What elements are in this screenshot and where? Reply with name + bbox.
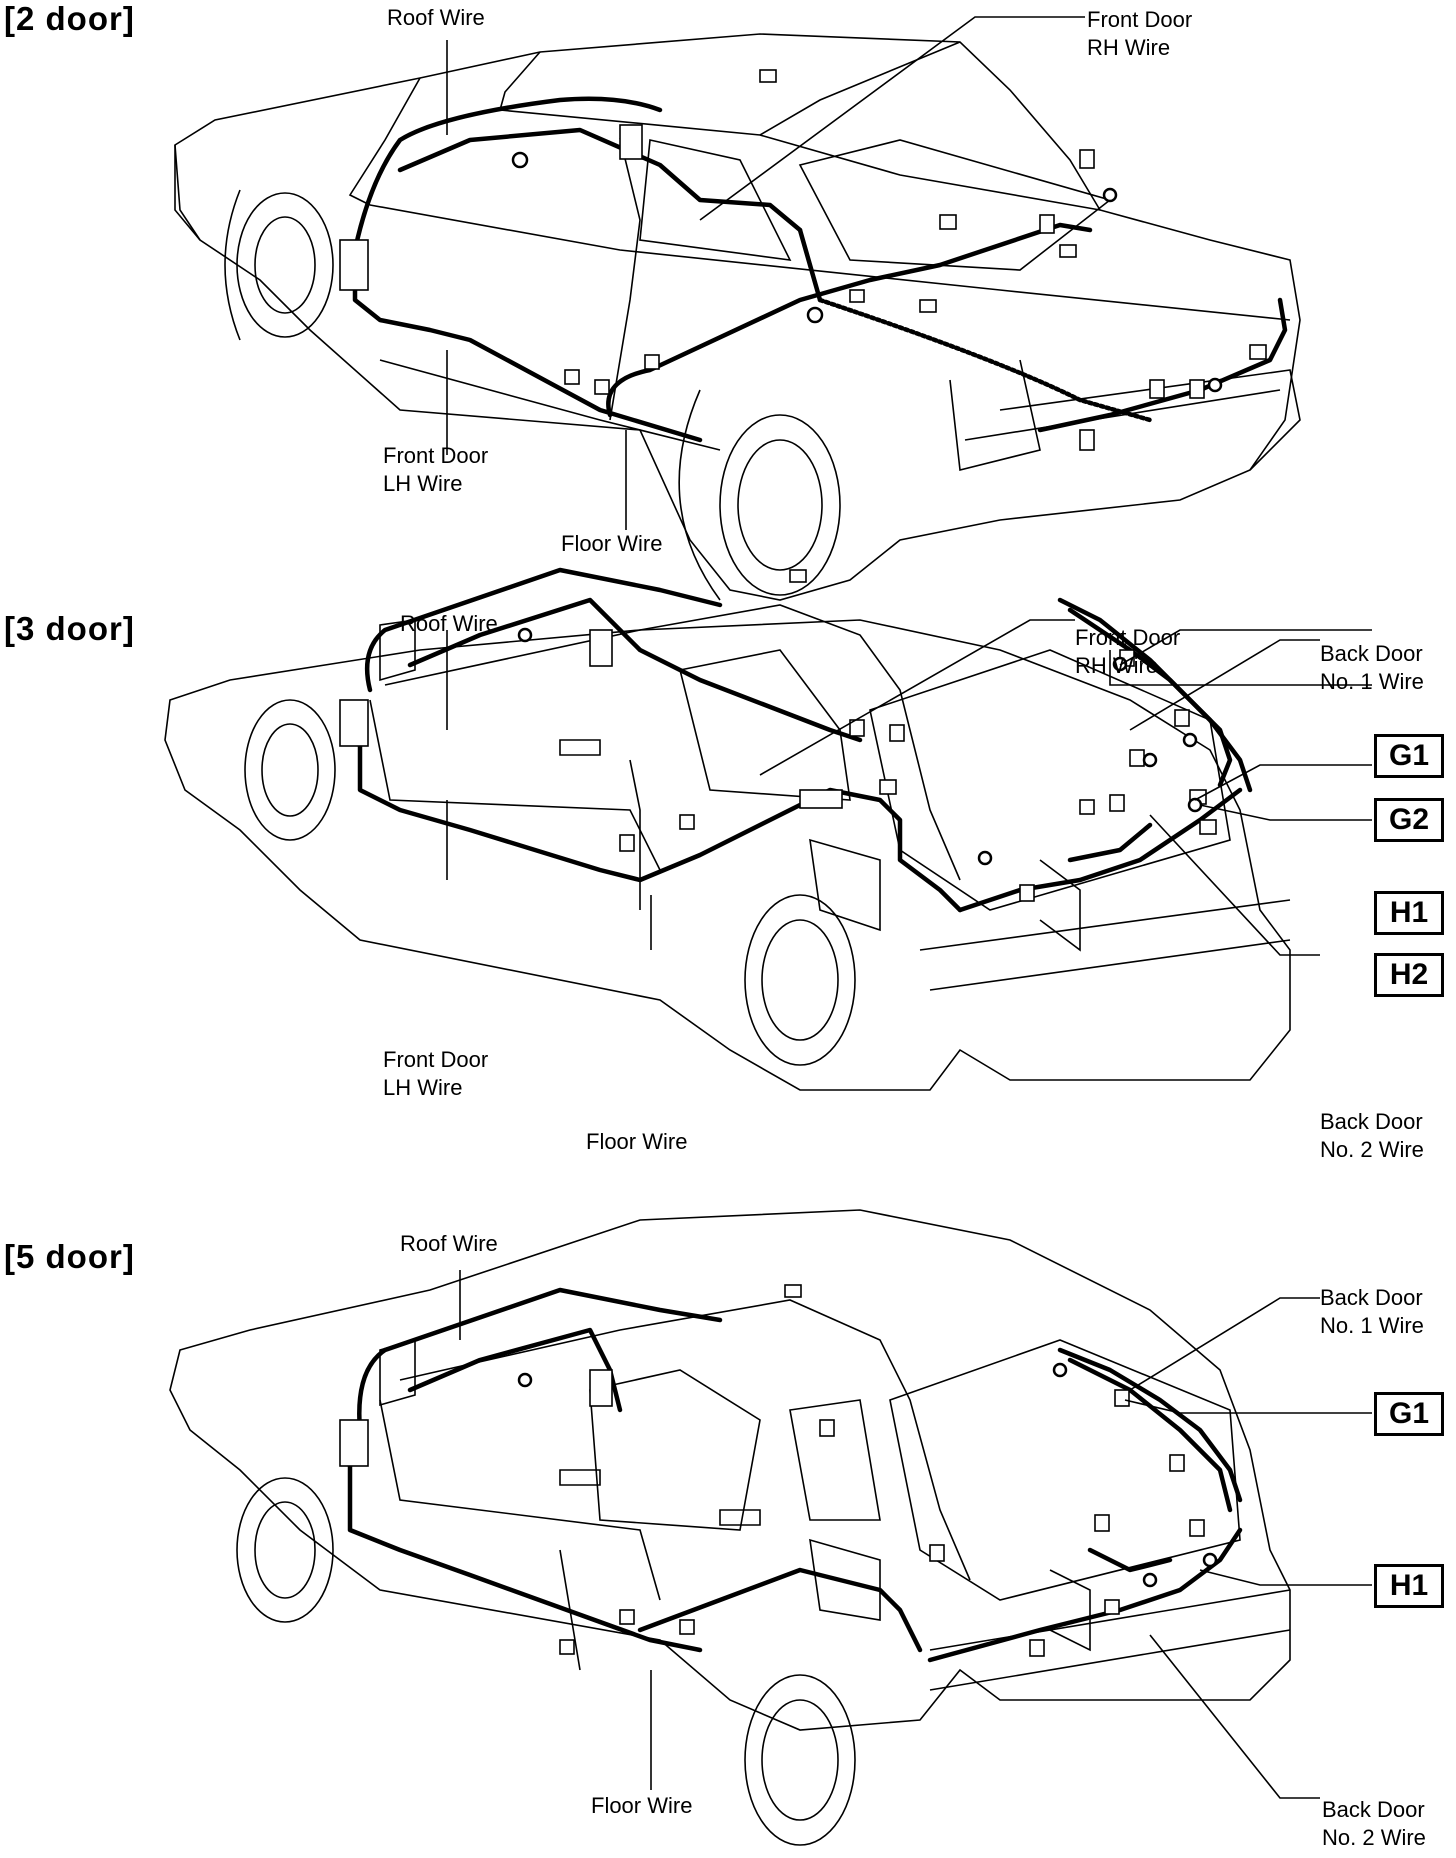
label-floor-wire: Floor Wire xyxy=(586,1129,688,1154)
label-line: Back Door xyxy=(1320,641,1423,666)
code-box-g1: G1 xyxy=(1374,734,1444,778)
label-front-door-rh-wire: Front Door RH Wire xyxy=(1075,624,1180,680)
label-line: Front Door xyxy=(1087,7,1193,32)
label-front-door-lh-wire: Front Door LH Wire xyxy=(383,442,488,498)
label-front-door-rh-wire: Front Door RH Wire xyxy=(1087,6,1192,62)
code-box-h1: H1 xyxy=(1374,1564,1444,1608)
label-floor-wire: Floor Wire xyxy=(561,531,663,556)
label-line: No. 2 Wire xyxy=(1320,1137,1424,1162)
section-title: [3 door] xyxy=(4,610,135,647)
label-roof-wire: Roof Wire xyxy=(400,611,498,636)
label-line: RH Wire xyxy=(1075,653,1159,678)
diagram-3-door: [3 door] xyxy=(0,567,1456,1230)
diagram-5-door: [5 door] xyxy=(0,1209,1456,1858)
section-title: [5 door] xyxy=(4,1238,135,1275)
label-line: No. 2 Wire xyxy=(1322,1825,1426,1850)
car-3-door-drawing xyxy=(164,567,1372,1091)
label-line: Front Door xyxy=(383,443,489,468)
label-roof-wire: Roof Wire xyxy=(400,1231,498,1256)
diagram-2-door: [2 door] xyxy=(0,0,1456,610)
label-floor-wire: Floor Wire xyxy=(591,1793,693,1818)
label-line: RH Wire xyxy=(1087,35,1171,60)
code-box-h2: H2 xyxy=(1374,953,1444,997)
car-2-door-drawing xyxy=(174,16,1301,601)
code-box-g2: G2 xyxy=(1374,798,1444,842)
code-box-h1: H1 xyxy=(1374,891,1444,935)
label-back-door-no2-wire: Back Door No. 2 Wire xyxy=(1322,1796,1426,1852)
label-back-door-no1-wire: Back Door No. 1 Wire xyxy=(1320,640,1424,696)
label-back-door-no2-wire: Back Door No. 2 Wire xyxy=(1320,1108,1424,1164)
label-line: LH Wire xyxy=(383,471,463,496)
label-line: Front Door xyxy=(383,1047,489,1072)
car-5-door-drawing xyxy=(169,1209,1372,1846)
label-line: Back Door xyxy=(1320,1109,1423,1134)
label-line: No. 1 Wire xyxy=(1320,669,1424,694)
label-line: No. 1 Wire xyxy=(1320,1313,1424,1338)
label-line: Front Door xyxy=(1075,625,1181,650)
section-title: [2 door] xyxy=(4,0,135,37)
label-line: LH Wire xyxy=(383,1075,463,1100)
label-line: Back Door xyxy=(1322,1797,1425,1822)
label-line: Back Door xyxy=(1320,1285,1423,1310)
code-box-g1: G1 xyxy=(1374,1392,1444,1436)
label-back-door-no1-wire: Back Door No. 1 Wire xyxy=(1320,1284,1424,1340)
label-roof-wire: Roof Wire xyxy=(387,5,485,30)
label-front-door-lh-wire: Front Door LH Wire xyxy=(383,1046,488,1102)
